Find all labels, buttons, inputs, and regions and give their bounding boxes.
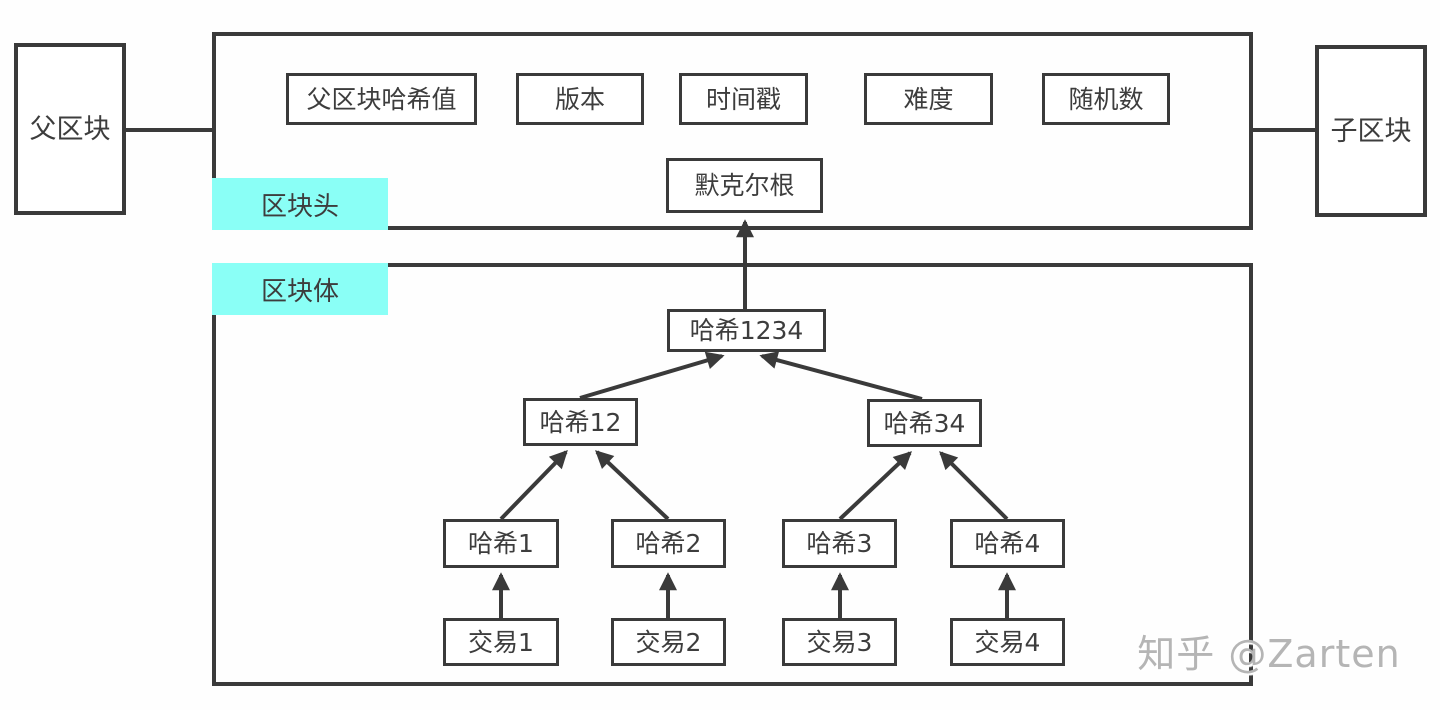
header-field-difficulty: 难度 — [864, 73, 993, 125]
header-field-parent-hash: 父区块哈希值 — [286, 73, 477, 125]
hash1-node: 哈希1 — [443, 519, 559, 568]
block-header-container — [212, 32, 1253, 230]
hash1234-node: 哈希1234 — [667, 309, 826, 352]
hash34-node: 哈希34 — [867, 399, 982, 447]
hash4-node: 哈希4 — [950, 519, 1065, 568]
child-block-node: 子区块 — [1315, 45, 1427, 217]
hash2-node: 哈希2 — [611, 519, 726, 568]
block-header-tag: 区块头 — [212, 178, 388, 230]
hash12-node: 哈希12 — [523, 398, 638, 446]
header-field-nonce: 随机数 — [1042, 73, 1170, 125]
parent-block-node: 父区块 — [14, 43, 126, 215]
block-body-tag: 区块体 — [212, 263, 388, 315]
header-field-version: 版本 — [516, 73, 644, 125]
tx2-node: 交易2 — [611, 618, 726, 666]
merkle-root-node: 默克尔根 — [666, 158, 823, 213]
tx4-node: 交易4 — [950, 618, 1065, 666]
block-body-container — [212, 263, 1253, 686]
watermark-text: 知乎 @Zarten — [1137, 631, 1401, 676]
header-field-timestamp: 时间戳 — [679, 73, 808, 125]
hash3-node: 哈希3 — [782, 519, 897, 568]
tx3-node: 交易3 — [782, 618, 897, 666]
tx1-node: 交易1 — [443, 618, 559, 666]
